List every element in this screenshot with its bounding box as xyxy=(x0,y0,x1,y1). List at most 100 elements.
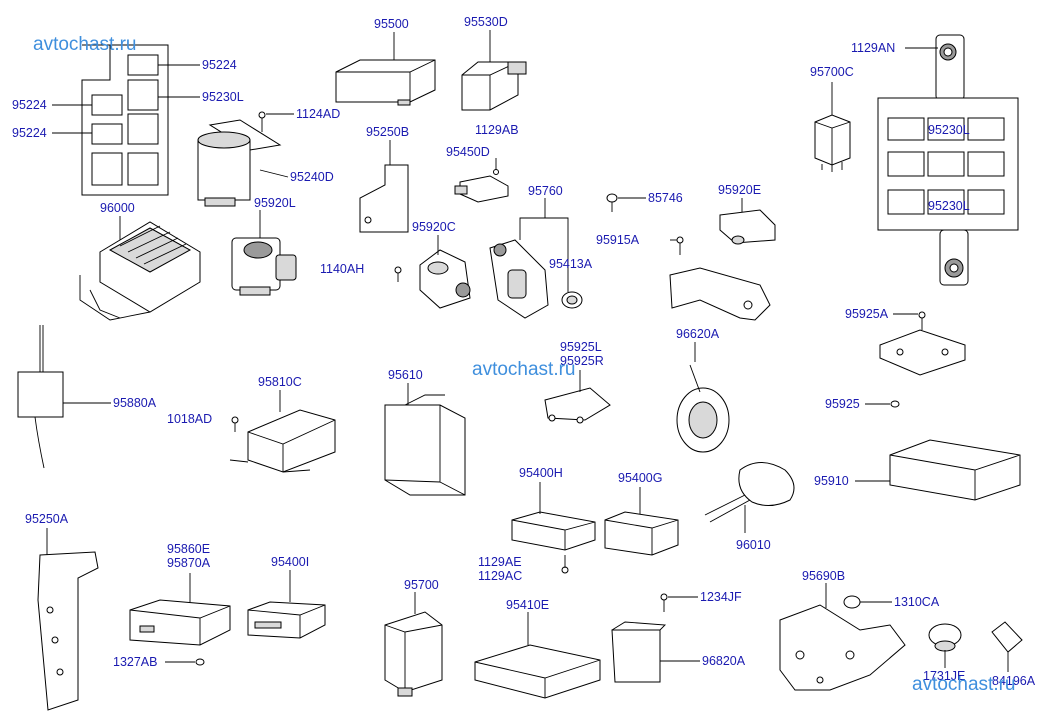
part-label-95250A[interactable]: 95250A xyxy=(25,512,69,526)
part-label-95610[interactable]: 95610 xyxy=(388,368,423,382)
module-95910[interactable] xyxy=(889,439,1021,501)
part-label-1140AH[interactable]: 1140AH xyxy=(320,262,364,276)
part-label-95700[interactable]: 95700 xyxy=(404,578,439,592)
part-label-95925A[interactable]: 95925A xyxy=(845,307,889,321)
relay-95530D[interactable] xyxy=(461,61,527,111)
part-label-95880A[interactable]: 95880A xyxy=(113,396,157,410)
bracket-95250A[interactable] xyxy=(37,551,99,711)
part-label-95500[interactable]: 95500 xyxy=(374,17,409,31)
relay-95240D[interactable] xyxy=(197,119,282,207)
bracket-95925L-R[interactable] xyxy=(544,387,611,424)
part-label-96010[interactable]: 96010 xyxy=(736,538,771,552)
sensor-95880A[interactable] xyxy=(17,325,64,469)
sensor-95450D[interactable] xyxy=(454,175,509,203)
part-label-1310CA[interactable]: 1310CA xyxy=(894,595,940,609)
part-label-95250B[interactable]: 95250B xyxy=(366,125,409,139)
screw-1129AE[interactable] xyxy=(561,555,569,574)
pad-84196A[interactable] xyxy=(991,621,1023,653)
part-label-95400G[interactable]: 95400G xyxy=(618,471,662,485)
module-95400H[interactable] xyxy=(511,511,596,551)
part-label-95925L[interactable]: 95925L xyxy=(560,340,602,354)
part-label-95400H[interactable]: 95400H xyxy=(519,466,563,480)
relay-box-right[interactable] xyxy=(877,34,1019,286)
bolt-1124AD[interactable] xyxy=(258,111,266,132)
screw-1129AB[interactable] xyxy=(493,158,499,175)
part-label-95400I[interactable]: 95400I xyxy=(271,555,309,569)
module-95400G[interactable] xyxy=(604,511,679,556)
ecu-96000[interactable] xyxy=(79,221,201,321)
part-label-95760[interactable]: 95760 xyxy=(528,184,563,198)
part-label-1129AN[interactable]: 1129AN xyxy=(851,41,895,55)
part-label-95920C[interactable]: 95920C xyxy=(412,220,456,234)
part-label-1129AC[interactable]: 1129AC xyxy=(478,569,522,583)
part-label-95240D[interactable]: 95240D xyxy=(290,170,334,184)
part-label-1327AB[interactable]: 1327AB xyxy=(113,655,157,669)
part-label-95910[interactable]: 95910 xyxy=(814,474,849,488)
ring-95413A[interactable] xyxy=(561,291,583,309)
part-label-95920E[interactable]: 95920E xyxy=(718,183,761,197)
module-95610[interactable] xyxy=(384,394,466,496)
module-95700[interactable] xyxy=(384,611,443,697)
part-label-1124AD[interactable]: 1124AD xyxy=(296,107,340,121)
part-label-95810C[interactable]: 95810C xyxy=(258,375,302,389)
sensor-95760[interactable] xyxy=(489,239,549,319)
part-label-95860E[interactable]: 95860E xyxy=(167,542,210,556)
module-95810C[interactable] xyxy=(229,409,336,473)
part-label-95224-b[interactable]: 95224 xyxy=(12,98,47,112)
bracket-95250B[interactable] xyxy=(359,164,409,233)
sensor-96010[interactable] xyxy=(704,462,795,523)
part-label-1129AE[interactable]: 1129AE xyxy=(478,555,522,569)
part-label-1731JE[interactable]: 1731JE xyxy=(923,669,965,683)
watermark-center: avtochast.ru xyxy=(472,359,576,380)
part-label-96000[interactable]: 96000 xyxy=(100,201,135,215)
relay-95700C[interactable] xyxy=(814,114,851,172)
module-95500[interactable] xyxy=(335,59,436,106)
module-95410E[interactable] xyxy=(474,644,601,699)
part-label-95915A[interactable]: 95915A xyxy=(596,233,640,247)
screw-95925A[interactable] xyxy=(918,311,926,330)
pin-85746[interactable] xyxy=(606,193,618,212)
part-label-95530D[interactable]: 95530D xyxy=(464,15,508,29)
part-label-95230L-r1[interactable]: 95230L xyxy=(928,123,970,137)
part-label-1234JF[interactable]: 1234JF xyxy=(700,590,742,604)
part-label-85746[interactable]: 85746 xyxy=(648,191,683,205)
relay-box-left[interactable] xyxy=(81,44,169,196)
part-label-95410E[interactable]: 95410E xyxy=(506,598,549,612)
bracket-95690B[interactable] xyxy=(779,604,906,691)
sensor-95920E[interactable] xyxy=(719,209,776,245)
nut-1327AB[interactable] xyxy=(195,658,205,666)
plug-1731JE[interactable] xyxy=(928,623,962,652)
part-label-95690B[interactable]: 95690B xyxy=(802,569,845,583)
washer-95925[interactable] xyxy=(890,400,900,408)
watermark-top-left: avtochast.ru xyxy=(33,34,137,55)
part-label-1018AD[interactable]: 1018AD xyxy=(167,412,212,426)
sensor-95920L[interactable] xyxy=(231,237,297,296)
module-96820A[interactable] xyxy=(611,621,667,683)
part-label-95920L[interactable]: 95920L xyxy=(254,196,296,210)
part-label-95230L-left[interactable]: 95230L xyxy=(202,90,244,104)
part-label-95870A[interactable]: 95870A xyxy=(167,556,211,570)
part-label-95230L-r2[interactable]: 95230L xyxy=(928,199,970,213)
bolt-1140AH[interactable] xyxy=(394,266,402,282)
part-label-95413A[interactable]: 95413A xyxy=(549,257,593,271)
nut-1310CA[interactable] xyxy=(843,595,861,609)
screw-1234JF[interactable] xyxy=(660,593,668,612)
screw-95915A[interactable] xyxy=(676,236,684,255)
part-label-96620A[interactable]: 96620A xyxy=(676,327,720,341)
screw-1018AD[interactable] xyxy=(231,416,239,432)
part-label-95224-c[interactable]: 95224 xyxy=(12,126,47,140)
part-label-95925R[interactable]: 95925R xyxy=(560,354,604,368)
module-95860E-95870A[interactable] xyxy=(129,599,231,646)
part-label-95224-a[interactable]: 95224 xyxy=(202,58,237,72)
part-label-1129AB[interactable]: 1129AB xyxy=(475,123,519,137)
part-label-95450D[interactable]: 95450D xyxy=(446,145,490,159)
sensor-95920C[interactable] xyxy=(419,249,471,309)
bracket-95925A[interactable] xyxy=(879,329,966,376)
horn-96620A[interactable] xyxy=(676,364,730,453)
part-label-84196A[interactable]: 84196A xyxy=(992,674,1036,688)
part-label-96820A[interactable]: 96820A xyxy=(702,654,746,668)
part-label-95700C[interactable]: 95700C xyxy=(810,65,854,79)
bracket-95915A[interactable] xyxy=(669,267,771,321)
module-95400I[interactable] xyxy=(247,601,326,639)
part-label-95925[interactable]: 95925 xyxy=(825,397,860,411)
